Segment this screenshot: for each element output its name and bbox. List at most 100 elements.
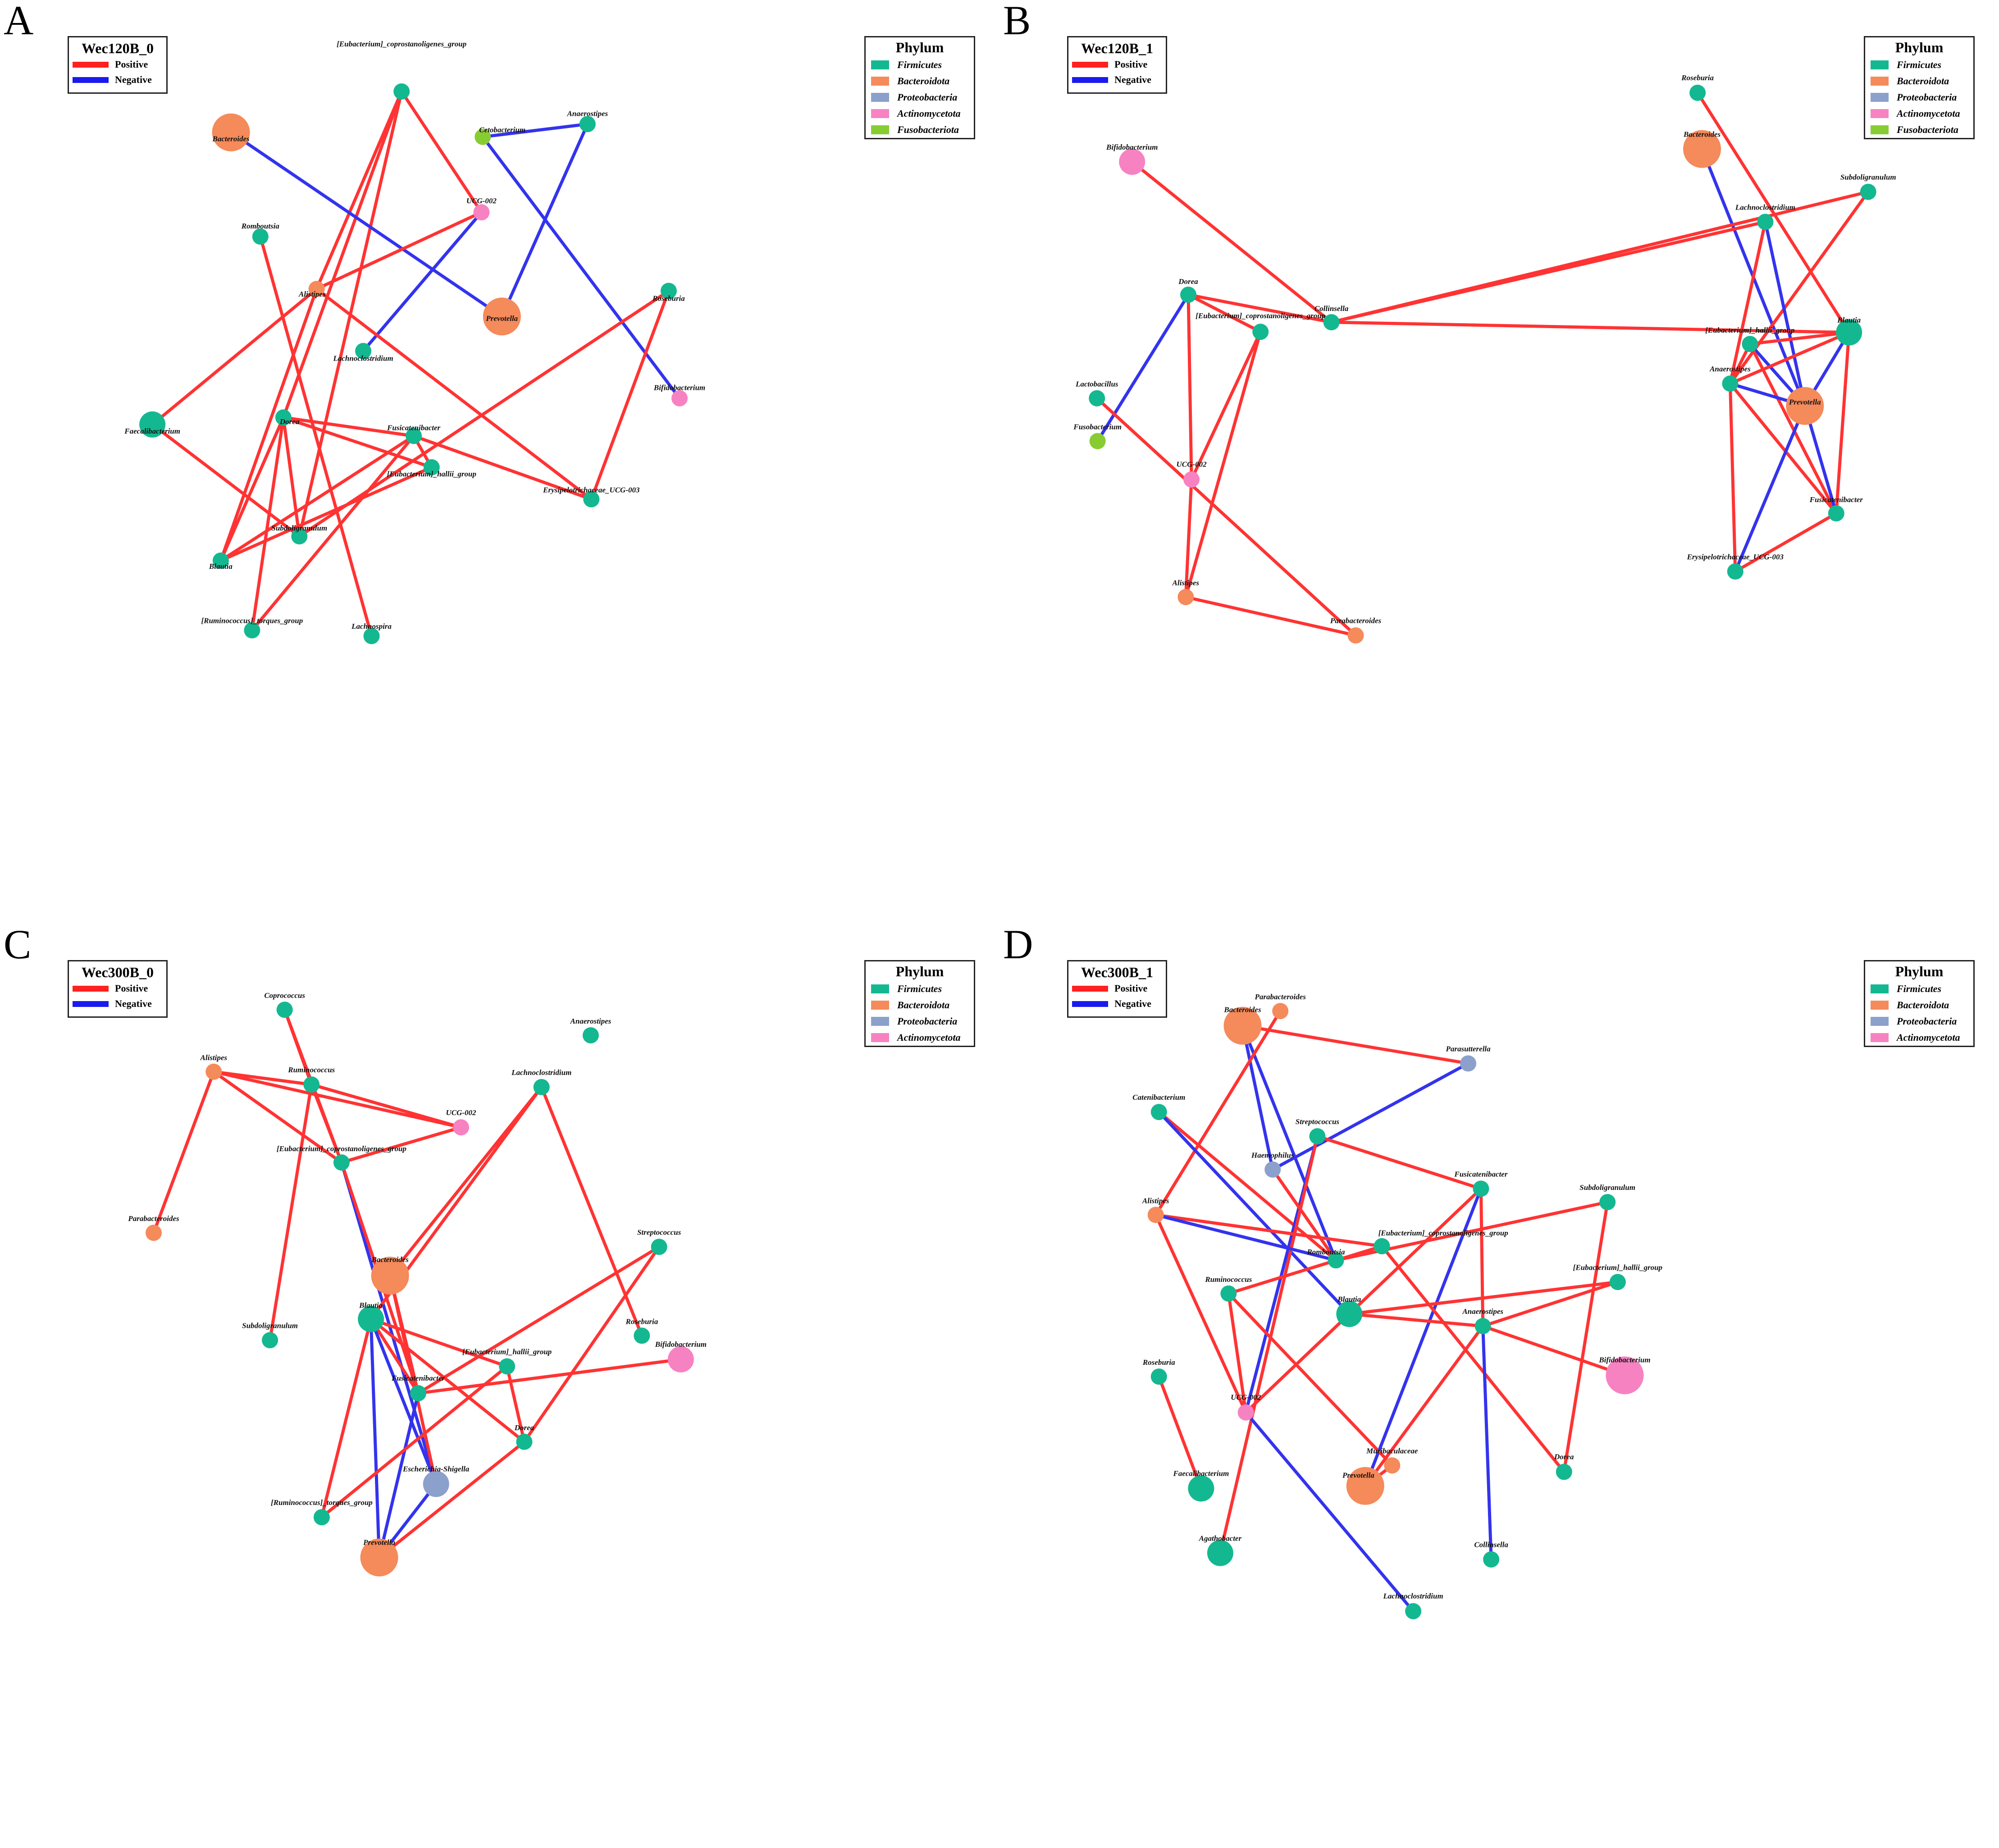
node-label-lachnoclostridium: Lachnoclostridium (511, 1068, 571, 1077)
negative-swatch (1072, 1001, 1108, 1007)
negative-swatch (1072, 77, 1108, 83)
node-label-eubacterium-coprostanoligenes-group: [Eubacterium]_coprostanoligenes_group (337, 40, 466, 48)
node-label-haemophilus: Haemophilus (1251, 1151, 1294, 1160)
edge-negative-bacteroides-prevotella (229, 131, 504, 318)
edge-positive-subdoligranulum-dorea (1562, 1200, 1609, 1473)
node-label-subdoligranulum: Subdoligranulum (1579, 1183, 1635, 1192)
nodes: ParabacteroidesBacteroidesParasutterella… (1132, 993, 1662, 1619)
phylum-legend-title: Phylum (1895, 39, 1944, 55)
node-label-dorea: Dorea (1178, 277, 1198, 286)
node-label-eubacterium-hallii-group: [Eubacterium]_hallii_group (1705, 326, 1794, 334)
node-bacteroides (371, 1257, 409, 1295)
legend-positive: Positive (1068, 57, 1166, 72)
phylum-label: Bacteroidota (897, 999, 950, 1011)
edge-positive-roseburia-faecalibacterium (1157, 1375, 1203, 1490)
phylum-swatch (1871, 60, 1889, 69)
node-alistipes (308, 281, 325, 297)
edge-positive-eucop-ucg002 (340, 1125, 463, 1164)
edge-positive-fusicatenibacter-ucg002 (1244, 1187, 1483, 1414)
node-cetobacterium (475, 128, 491, 145)
legend-negative-label: Negative (115, 74, 152, 85)
node-bifidobacterium (667, 1346, 694, 1372)
node-label-streptococcus: Streptococcus (637, 1228, 681, 1236)
node-eubacterium-coprostanoligenes-group (393, 83, 410, 100)
node-label-escherichia-shigella: Escherichia-Shigella (402, 1464, 470, 1473)
node-lachnoclostridium (1405, 1603, 1422, 1619)
node-label-ruminococcus-torques-group: [Ruminococcus]_torques_group (271, 1498, 373, 1507)
panel-letter: C (4, 921, 32, 967)
phylum-label: Firmicutes (897, 59, 942, 70)
node-label-ruminococcus-torques-group: [Ruminococcus]_torques_group (201, 616, 303, 625)
edge-positive-eucop-dorea (282, 90, 403, 419)
phylum-swatch (871, 984, 889, 993)
edge-positive-eucop-ruminococcus (1227, 1244, 1384, 1295)
edge-positive-parabacteroides-alistipes (1154, 1009, 1282, 1217)
edge-negative-alistipes-romboutsia (1154, 1213, 1338, 1262)
node-label-collinsella: Collinsella (1474, 1541, 1508, 1549)
edge-positive-ucg002-alistipes (1184, 478, 1193, 599)
edge-positive-euhallii-blautia (1347, 1280, 1620, 1316)
edge-positive-alistipes-parabacteroides (1184, 595, 1357, 637)
node-lachnoclostridium (1757, 214, 1774, 230)
legend-negative: Negative (1068, 72, 1166, 87)
node-erysipelotrichaceae-ucg-003 (1727, 563, 1743, 580)
node-label-ruminococcus: Ruminococcus (1205, 1275, 1252, 1284)
node-label-lactobacillus: Lactobacillus (1075, 380, 1118, 389)
node-collinsella (1483, 1551, 1500, 1568)
phylum-label: Proteobacteria (897, 91, 958, 103)
node-eubacterium-coprostanoligenes-group (333, 1154, 350, 1171)
edges (152, 1008, 683, 1559)
node-label-bifidobacterium: Bifidobacterium (653, 384, 705, 392)
node-label-parasutterella: Parasutterella (1445, 1044, 1491, 1053)
phylum-swatch (1871, 109, 1889, 118)
node-label-prevotella: Prevotella (1789, 398, 1821, 407)
legend-negative-label: Negative (115, 998, 152, 1009)
node-streptococcus (651, 1239, 667, 1255)
sign-legend: Wec120B_0 Positive Negative (68, 36, 168, 94)
node-ucg-002 (473, 204, 490, 220)
edge-negative-prevotella-erysipelo (1734, 404, 1807, 573)
node-parabacteroides (145, 1225, 162, 1241)
legend-positive: Positive (69, 57, 166, 72)
node-label-fusicatenibacter: Fusicatenibacter (1454, 1170, 1507, 1178)
edge-positive-fusicatenibacter-blautia (219, 434, 415, 563)
node-label-anaerostipes: Anaerostipes (566, 109, 608, 118)
edge-positive-haemophilus-romboutsia (1271, 1168, 1338, 1262)
phylum-row-firmicutes: Firmicutes (866, 981, 974, 997)
edge-positive-bacteroides-parasutterella (1241, 1024, 1470, 1065)
legend-positive-label: Positive (1114, 59, 1148, 70)
panel-letter: B (1003, 0, 1031, 43)
node-label-ruminococcus: Ruminococcus (288, 1066, 335, 1074)
node-label-bacteroides: Bacteroides (212, 135, 250, 143)
edge-positive-fusicatenibacter-anaerostipes (1479, 1187, 1485, 1328)
node-parabacteroides (1347, 627, 1364, 644)
node-label-cetobacterium: Cetobacterium (479, 126, 525, 134)
edge-positive-bacteroides-escherichia (388, 1274, 438, 1486)
node-coprococcus (276, 1002, 293, 1018)
node-dorea (516, 1433, 533, 1450)
node-haemophilus (1264, 1161, 1281, 1178)
phylum-row-fusobacteriota: Fusobacteriota (866, 122, 974, 138)
edge-positive-romboutsia-lachnospira (259, 235, 374, 638)
phylum-swatch (1871, 1001, 1889, 1010)
edge-positive-streptococcus-dorea (522, 1245, 661, 1444)
node-label-romboutsia: Romboutsia (1306, 1248, 1345, 1256)
edge-positive-euhallii-rumtorques (320, 1364, 509, 1519)
edges (151, 90, 681, 638)
edge-positive-blautia-dorea (369, 1317, 526, 1444)
node-label-parabacteroides: Parabacteroides (1255, 993, 1306, 1001)
node-lachnoclostridium (355, 343, 372, 359)
node-erysipelotrichaceae-ucg-003 (583, 491, 600, 508)
edge-positive-dorea-ucg002 (1187, 293, 1193, 481)
edge-positive-dorea-eucop (1187, 293, 1262, 334)
node-ruminococcus-torques-group (244, 622, 260, 639)
node-label-prevotella: Prevotella (485, 314, 518, 323)
edge-positive-dorea-collinsella (1187, 293, 1333, 324)
node-label-dorea: Dorea (279, 417, 300, 426)
edge-negative-catenibacterium-blautia (1157, 1110, 1351, 1316)
node-streptococcus (1309, 1128, 1326, 1144)
edge-positive-euhallii-anaerostipes (1481, 1280, 1620, 1328)
node-fusicatenibacter (406, 428, 422, 444)
node-catenibacterium (1150, 1104, 1167, 1121)
edge-positive-lachnoclostridium-anaerostipes (1728, 220, 1767, 385)
